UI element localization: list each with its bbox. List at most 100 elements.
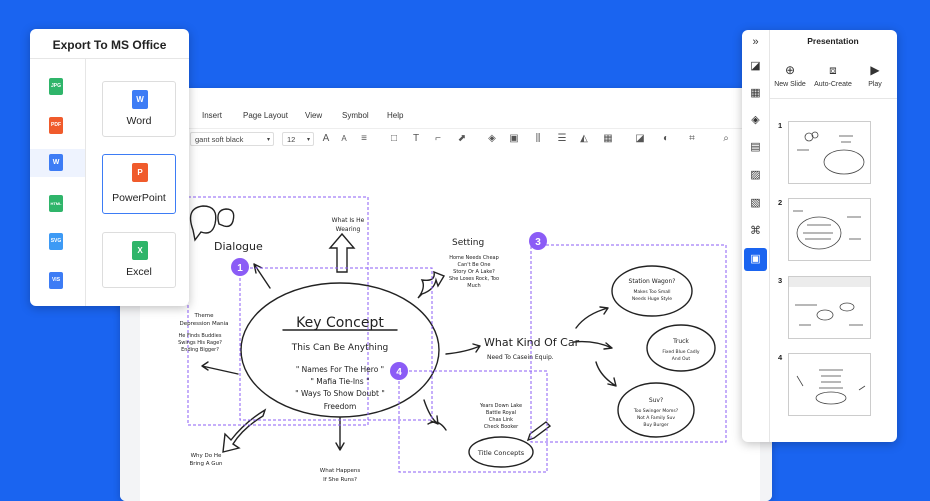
- central-ellipse[interactable]: [240, 282, 440, 418]
- table-icon[interactable]: ▦: [603, 133, 613, 144]
- station-wagon-note: Needs Huge Style: [632, 296, 672, 302]
- arrow: [595, 361, 617, 387]
- menu-view[interactable]: View: [305, 111, 323, 120]
- flip-icon[interactable]: ◭: [580, 133, 588, 144]
- setting-note: Much: [467, 283, 480, 289]
- word-icon: W: [132, 90, 148, 109]
- collapse-icon[interactable]: »: [752, 36, 759, 48]
- play-button[interactable]: ▶ Play: [868, 63, 882, 88]
- font-size-select[interactable]: 12▾: [282, 132, 314, 146]
- car-title: What Kind Of Car: [484, 336, 580, 349]
- menu-help[interactable]: Help: [387, 111, 404, 120]
- slide-thumbnail-2[interactable]: [788, 198, 871, 261]
- selection-box-1[interactable]: [187, 196, 369, 426]
- new-slide-button[interactable]: ⊕ New Slide: [774, 63, 806, 88]
- menu-page-layout[interactable]: Page Layout: [243, 111, 288, 120]
- auto-create-button[interactable]: ⧈ Auto-Create: [814, 63, 852, 88]
- export-powerpoint-card[interactable]: P PowerPoint: [102, 154, 176, 214]
- curved-arrow: [222, 408, 267, 453]
- theme-note: Ending Bigger?: [181, 347, 219, 353]
- pointer-icon[interactable]: ⬈: [457, 133, 467, 144]
- title-note: Check Booker: [484, 424, 519, 430]
- what-is-he-wearing: What Is He: [332, 217, 365, 224]
- badge-4[interactable]: 4: [390, 362, 408, 380]
- suv-note: Buy Burger: [643, 422, 668, 428]
- export-panel-title: Export To MS Office: [52, 38, 167, 52]
- slide-thumbnail-3[interactable]: [788, 276, 871, 339]
- network-icon[interactable]: ⌘: [750, 225, 761, 237]
- slide-thumbnail-1[interactable]: [788, 121, 871, 184]
- truck-note: And Out: [672, 356, 691, 362]
- text-icon[interactable]: T: [412, 133, 420, 144]
- font-grow-icon[interactable]: A: [322, 133, 330, 144]
- font-shrink-icon[interactable]: A: [341, 134, 347, 143]
- truck-ellipse[interactable]: [646, 324, 716, 372]
- title-concepts-label: Title Concepts: [477, 449, 525, 457]
- slide-thumbnail-4[interactable]: [788, 353, 871, 416]
- export-excel-card[interactable]: X Excel: [102, 232, 176, 288]
- pdf-format-icon[interactable]: PDF: [49, 117, 63, 134]
- slide-number: 1: [778, 121, 783, 130]
- curved-arrow: [417, 270, 446, 299]
- suv-ellipse[interactable]: [617, 382, 695, 438]
- rectangle-icon[interactable]: □: [390, 133, 398, 144]
- station-wagon-title: Station Wagon?: [629, 278, 676, 285]
- station-wagon-ellipse[interactable]: [611, 265, 693, 317]
- distribute-icon[interactable]: ☰: [557, 133, 567, 144]
- font-family-select[interactable]: gant soft black▾: [190, 132, 274, 146]
- image-icon[interactable]: ▨: [750, 169, 761, 181]
- jpg-format-icon[interactable]: JPG: [49, 78, 63, 95]
- page-icon[interactable]: ▤: [750, 141, 761, 153]
- layers-icon[interactable]: ◈: [488, 133, 496, 144]
- slide-preview: [793, 210, 861, 250]
- selection-box-1b[interactable]: [239, 267, 433, 421]
- theme-label: Theme: [194, 313, 215, 319]
- visio-format-icon[interactable]: VIS: [49, 272, 63, 289]
- attachment-icon[interactable]: ▧: [750, 197, 761, 209]
- card-label: PowerPoint: [112, 192, 166, 204]
- export-word-card[interactable]: W Word: [102, 81, 176, 137]
- word-format-icon[interactable]: W: [49, 154, 63, 171]
- align-icon[interactable]: ≡: [361, 133, 367, 144]
- pencil-icon: [526, 421, 552, 442]
- arrow: [201, 361, 239, 375]
- badge-1[interactable]: 1: [231, 258, 249, 276]
- car-subtitle: Need To Casein Equip.: [487, 354, 554, 361]
- group-icon[interactable]: ▣: [509, 133, 519, 144]
- slide-preview: [797, 131, 865, 175]
- fill-icon[interactable]: ◪: [750, 60, 761, 72]
- center-item: Freedom: [324, 402, 357, 411]
- slide-preview: [789, 277, 870, 326]
- arrow: [335, 417, 345, 451]
- selection-box-3[interactable]: [530, 244, 727, 443]
- suv-note: Too Swinger Moms?: [633, 408, 679, 414]
- title-concepts-ellipse[interactable]: [468, 436, 534, 468]
- divider: [30, 58, 189, 59]
- badge-3[interactable]: 3: [529, 232, 547, 250]
- menu-insert[interactable]: Insert: [202, 111, 223, 120]
- presentation-icon[interactable]: ▣: [744, 248, 767, 271]
- connector-icon[interactable]: ⌐: [435, 133, 441, 144]
- selection-box-4[interactable]: [398, 370, 548, 473]
- center-subtitle: This Can Be Anything: [291, 343, 389, 353]
- card-label: Excel: [126, 266, 152, 278]
- dialogue-label: Dialogue: [214, 240, 263, 253]
- svg-format-icon[interactable]: SVG: [49, 233, 63, 250]
- menu-symbol[interactable]: Symbol: [342, 111, 369, 120]
- html-format-icon[interactable]: HTML: [49, 195, 63, 212]
- search-icon[interactable]: ⌕: [723, 133, 729, 144]
- grid-icon[interactable]: ▦: [750, 87, 761, 99]
- arrow: [573, 340, 613, 350]
- center-item: " Mafia Tie-Ins ": [310, 377, 369, 386]
- menu-bar: Insert Page Layout View Symbol Help: [120, 106, 772, 128]
- line-color-icon[interactable]: ◐: [662, 133, 670, 144]
- crop-icon[interactable]: ⌗: [689, 133, 695, 144]
- align-objects-icon[interactable]: ⫼: [535, 133, 541, 144]
- fill-color-icon[interactable]: ◪: [635, 133, 645, 144]
- suv-title: Suv?: [649, 397, 663, 404]
- layers-icon[interactable]: ◈: [751, 114, 760, 126]
- truck-note: Fixed Blue Cadly: [662, 349, 699, 355]
- why-gun-label: Bring A Gun: [189, 461, 223, 467]
- right-sidebar: » ◪ ▦ ◈ ▤ ▨ ▧ ⌘ ▣: [742, 30, 770, 442]
- presentation-panel: » ◪ ▦ ◈ ▤ ▨ ▧ ⌘ ▣ Presentation ⊕ New Sli…: [742, 30, 897, 442]
